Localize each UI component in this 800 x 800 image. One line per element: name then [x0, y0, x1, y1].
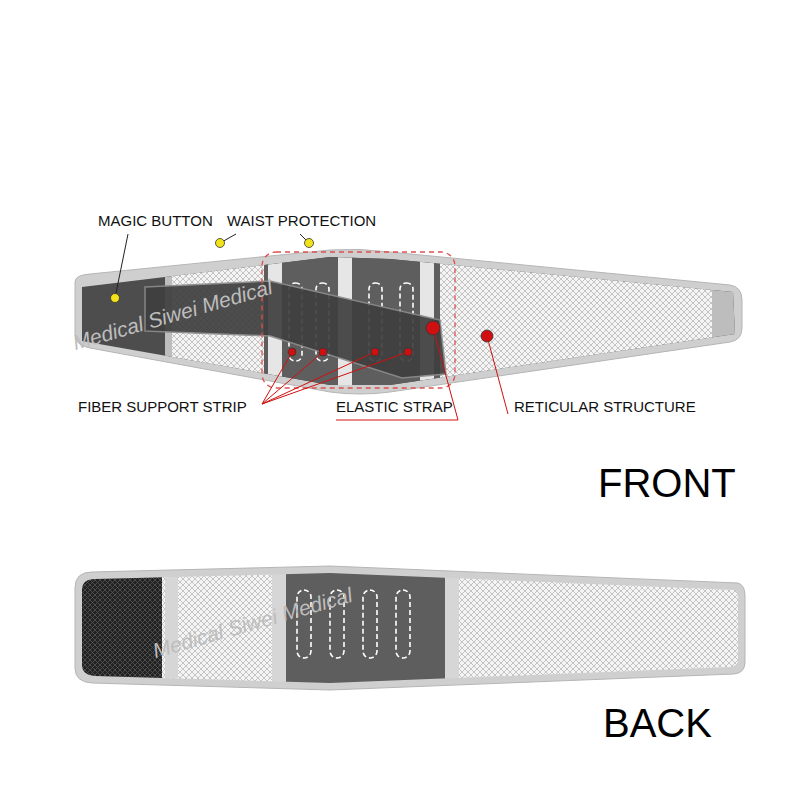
elastic-strap — [145, 281, 446, 378]
view-title: FRONT — [598, 460, 736, 506]
callout-label: ELASTIC STRAP — [336, 398, 453, 415]
callout-label: RETICULAR STRUCTURE — [514, 398, 696, 415]
callout-label: MAGIC BUTTON — [98, 212, 213, 229]
back-belt — [75, 560, 745, 700]
view-title: BACK — [603, 700, 712, 746]
callout-label: WAIST PROTECTION — [227, 212, 376, 229]
callout-dots — [111, 239, 494, 357]
callout-label: FIBER SUPPORT STRIP — [78, 398, 247, 415]
